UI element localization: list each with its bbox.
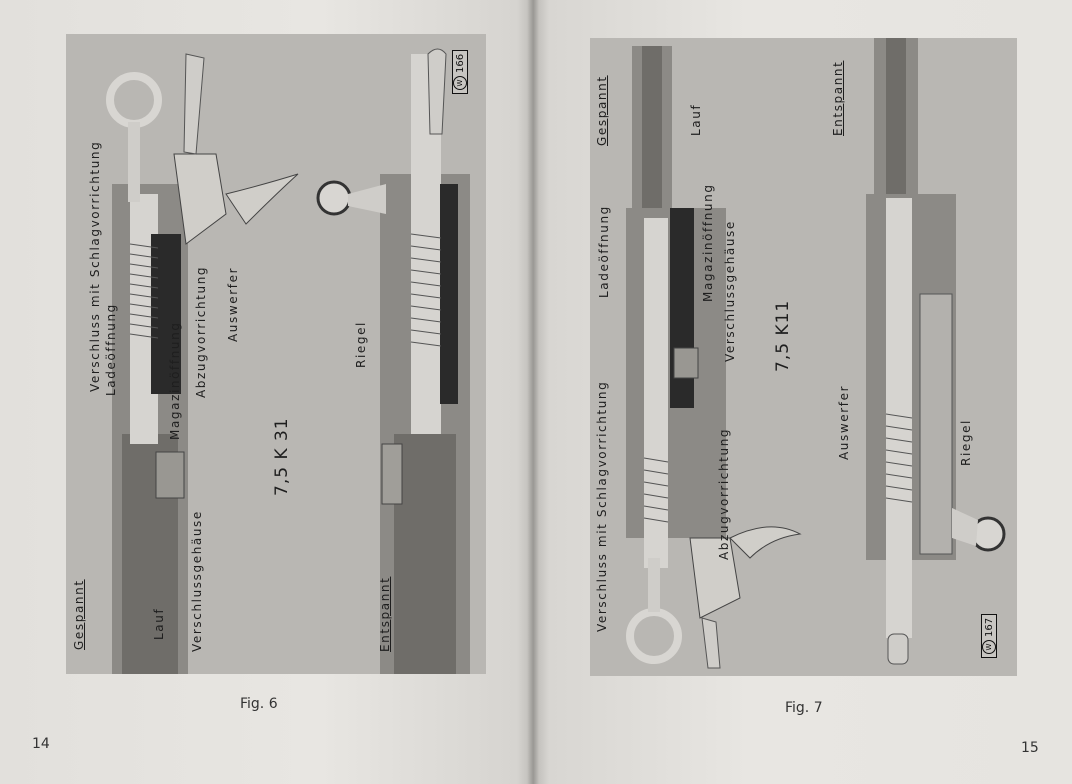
fig7-drawing: [626, 38, 1006, 669]
label-ladeoeffnung: Ladeöffnung: [104, 303, 118, 396]
label-magazinoeffnung-r: Magazinöffnung: [701, 183, 715, 302]
fig7-stamp: W167: [981, 613, 997, 658]
fig6-drawing: [106, 48, 470, 674]
label-auswerfer-r: Auswerfer: [837, 384, 851, 460]
fig6-caption: Fig. 6: [240, 696, 278, 712]
left-page: W166 Gespannt Verschluss mit Schlagvorri…: [0, 0, 533, 784]
label-abzugvorrichtung-r: Abzugvorrichtung: [717, 427, 731, 560]
fig7-spring-upper: [643, 457, 669, 523]
label-ladeoeffnung-r: Ladeöffnung: [597, 205, 611, 298]
fig7-trigger-group: [689, 537, 741, 619]
fig6-spring-upper: [129, 243, 159, 339]
fig7-caption: Fig. 7: [785, 700, 823, 716]
label-magazinoeffnung: Magazinöffnung: [168, 321, 182, 440]
label-lauf-r: Lauf: [689, 103, 703, 136]
fig6-magazine-upper: [151, 234, 181, 394]
fig6-plate: [66, 34, 486, 674]
label-verschlussgehaeuse-r: Verschlussgehäuse: [723, 220, 737, 362]
label-entspannt-r: Entspannt: [831, 60, 845, 136]
fig6-spring-lower: [410, 233, 442, 347]
label-verschlussgehaeuse: Verschlussgehäuse: [190, 510, 204, 652]
fig6-magazine-lower: [440, 184, 458, 404]
fig7-bolt-upper: [644, 218, 668, 568]
fig7-trigger: [729, 526, 802, 559]
fig7-plate: [590, 38, 1017, 676]
page-number-right: 15: [1021, 740, 1039, 756]
fig6-bolt-knob-lower: [316, 180, 352, 216]
fig7-bolt-ring-upper: [626, 608, 682, 664]
label-auswerfer: Auswerfer: [226, 266, 240, 342]
label-verschluss-r: Verschluss mit Schlagvorrichtung: [595, 380, 609, 632]
label-entspannt: Entspannt: [378, 576, 392, 652]
label-verschluss: Verschluss mit Schlagvorrichtung: [88, 140, 102, 392]
fig6-stamp: W166: [452, 49, 468, 94]
label-riegel: Riegel: [354, 321, 368, 368]
page-number-left: 14: [32, 736, 50, 752]
book-gutter: [527, 0, 539, 784]
fig7-bolt-lower: [886, 198, 912, 638]
fig6-barrel-lower: [394, 434, 456, 674]
fig6-bolt-ring-upper: [106, 72, 162, 128]
label-abzugvorrichtung: Abzugvorrichtung: [194, 265, 208, 398]
fig6-trigger: [225, 173, 299, 225]
label-lauf: Lauf: [152, 607, 166, 640]
label-riegel-r: Riegel: [959, 419, 973, 466]
fig7-spring-lower: [885, 413, 913, 503]
label-gespannt: Gespannt: [72, 579, 86, 650]
fig6-trigger-group: [173, 153, 227, 245]
label-gespannt-r: Gespannt: [595, 75, 609, 146]
label-model: 7,5 K 31: [272, 417, 292, 496]
right-page: W167 Gespannt Verschluss mit Schlagvorri…: [533, 0, 1072, 784]
label-model-r: 7,5 K11: [773, 299, 793, 372]
